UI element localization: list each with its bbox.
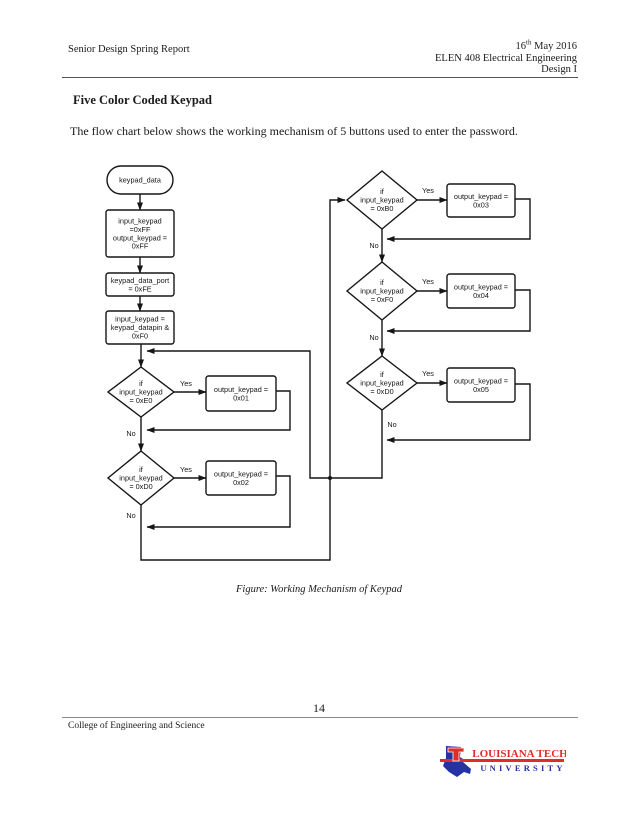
footer-rule (62, 717, 578, 718)
logo-letter-t (447, 747, 465, 762)
flowchart-connector (146, 348, 383, 479)
header-date: 16th May 2016 (515, 38, 577, 52)
logo-red-stripe (440, 759, 564, 762)
node-text: = 0xD0 (370, 387, 393, 396)
node-text: 0x05 (473, 385, 489, 394)
node-text: input_keypad (118, 217, 161, 226)
node-text: input_keypad (360, 287, 403, 296)
node-text: input_keypad (119, 474, 162, 483)
node-text: if (139, 379, 144, 388)
page-title: Five Color Coded Keypad (73, 93, 213, 107)
node-text: output_keypad = (454, 192, 508, 201)
node-text: if (380, 187, 385, 196)
flowchart-label-no: No (387, 420, 396, 429)
node-text: input_keypad = (115, 315, 165, 324)
flowchart-node-out-0x01: output_keypad =0x01 (205, 375, 277, 412)
flowchart-label-yes: Yes (422, 277, 434, 286)
flowchart-node-read: input_keypad =keypad_datapin &0xF0 (105, 310, 175, 345)
junction-dot (328, 476, 332, 480)
page-number: 14 (313, 701, 325, 715)
logo-line1: LOUISIANA TECH (472, 748, 566, 760)
node-text: if (380, 278, 385, 287)
flowchart-connector (146, 390, 291, 433)
flowchart-label-no: No (369, 241, 378, 250)
flowchart-connector (146, 475, 291, 530)
flowchart-svg: keypad_datainput_keypad=0xFFoutput_keypa… (105, 165, 531, 561)
node-text: =0xFF (130, 225, 151, 234)
flowchart-label-no: No (126, 429, 135, 438)
node-text: 0xFF (132, 242, 149, 251)
node-text: 0x02 (233, 478, 249, 487)
footer-text: College of Engineering and Science (68, 721, 205, 731)
flowchart-label-yes: Yes (422, 186, 434, 195)
flowchart-node-start: keypad_data (106, 165, 174, 195)
header-right: 16th May 2016 ELEN 408 Electrical Engine… (435, 38, 577, 76)
intro-paragraph: The flow chart below shows the working m… (70, 124, 518, 138)
node-text: 0x01 (233, 393, 249, 402)
figure-caption: Figure: Working Mechanism of Keypad (235, 584, 403, 595)
node-text: output_keypad = (214, 385, 268, 394)
node-text: = 0xB0 (371, 204, 394, 213)
node-text: = 0xF0 (371, 295, 394, 304)
node-text: input_keypad (119, 388, 162, 397)
flowchart-label-no: No (369, 333, 378, 342)
flowchart-connector (386, 289, 531, 334)
flowchart-connector (386, 198, 531, 242)
header-course-part: Design I (541, 64, 577, 75)
flowchart-node-out-0x05: output_keypad =0x05 (446, 367, 516, 403)
node-text: 0x03 (473, 200, 489, 209)
node-text: = 0xE0 (130, 396, 153, 405)
logo-line2: UNIVERSITY (480, 763, 565, 773)
header-course: ELEN 408 Electrical Engineering (435, 52, 577, 64)
flowchart-node-out-0x02: output_keypad =0x02 (205, 460, 277, 496)
flowchart-label-yes: Yes (180, 379, 192, 388)
flowchart-label-no: No (126, 511, 135, 520)
flowchart-node-port: keypad_data_port= 0xFE (105, 272, 175, 297)
node-text: output_keypad = (214, 469, 268, 478)
flowchart-node-out-0x04: output_keypad =0x04 (446, 273, 516, 309)
node-text: output_keypad = (113, 233, 167, 242)
node-text: if (139, 465, 144, 474)
node-text: = 0xD0 (129, 482, 152, 491)
node-text: input_keypad (360, 379, 403, 388)
node-text: keypad_data (119, 176, 162, 185)
node-text: output_keypad = (454, 376, 508, 385)
flowchart-connector (386, 383, 531, 443)
node-text: keypad_datapin & (111, 323, 170, 332)
date-ordinal-suffix: th (526, 38, 532, 47)
node-text: 0x04 (473, 291, 489, 300)
university-logo: LOUISIANA TECH UNIVERSITY (440, 746, 566, 777)
flowchart-connector (140, 197, 346, 561)
node-text: = 0xFE (128, 284, 151, 293)
node-text: 0xF0 (132, 332, 148, 341)
header-left: Senior Design Spring Report (68, 44, 190, 55)
flowchart-label-yes: Yes (180, 465, 192, 474)
node-text: input_keypad (360, 196, 403, 205)
node-text: keypad_data_port (111, 276, 169, 285)
header-rule (62, 77, 578, 78)
flowchart-node-out-0x03: output_keypad =0x03 (446, 183, 516, 218)
flowchart-label-yes: Yes (422, 369, 434, 378)
node-text: output_keypad = (454, 282, 508, 291)
node-text: if (380, 370, 385, 379)
